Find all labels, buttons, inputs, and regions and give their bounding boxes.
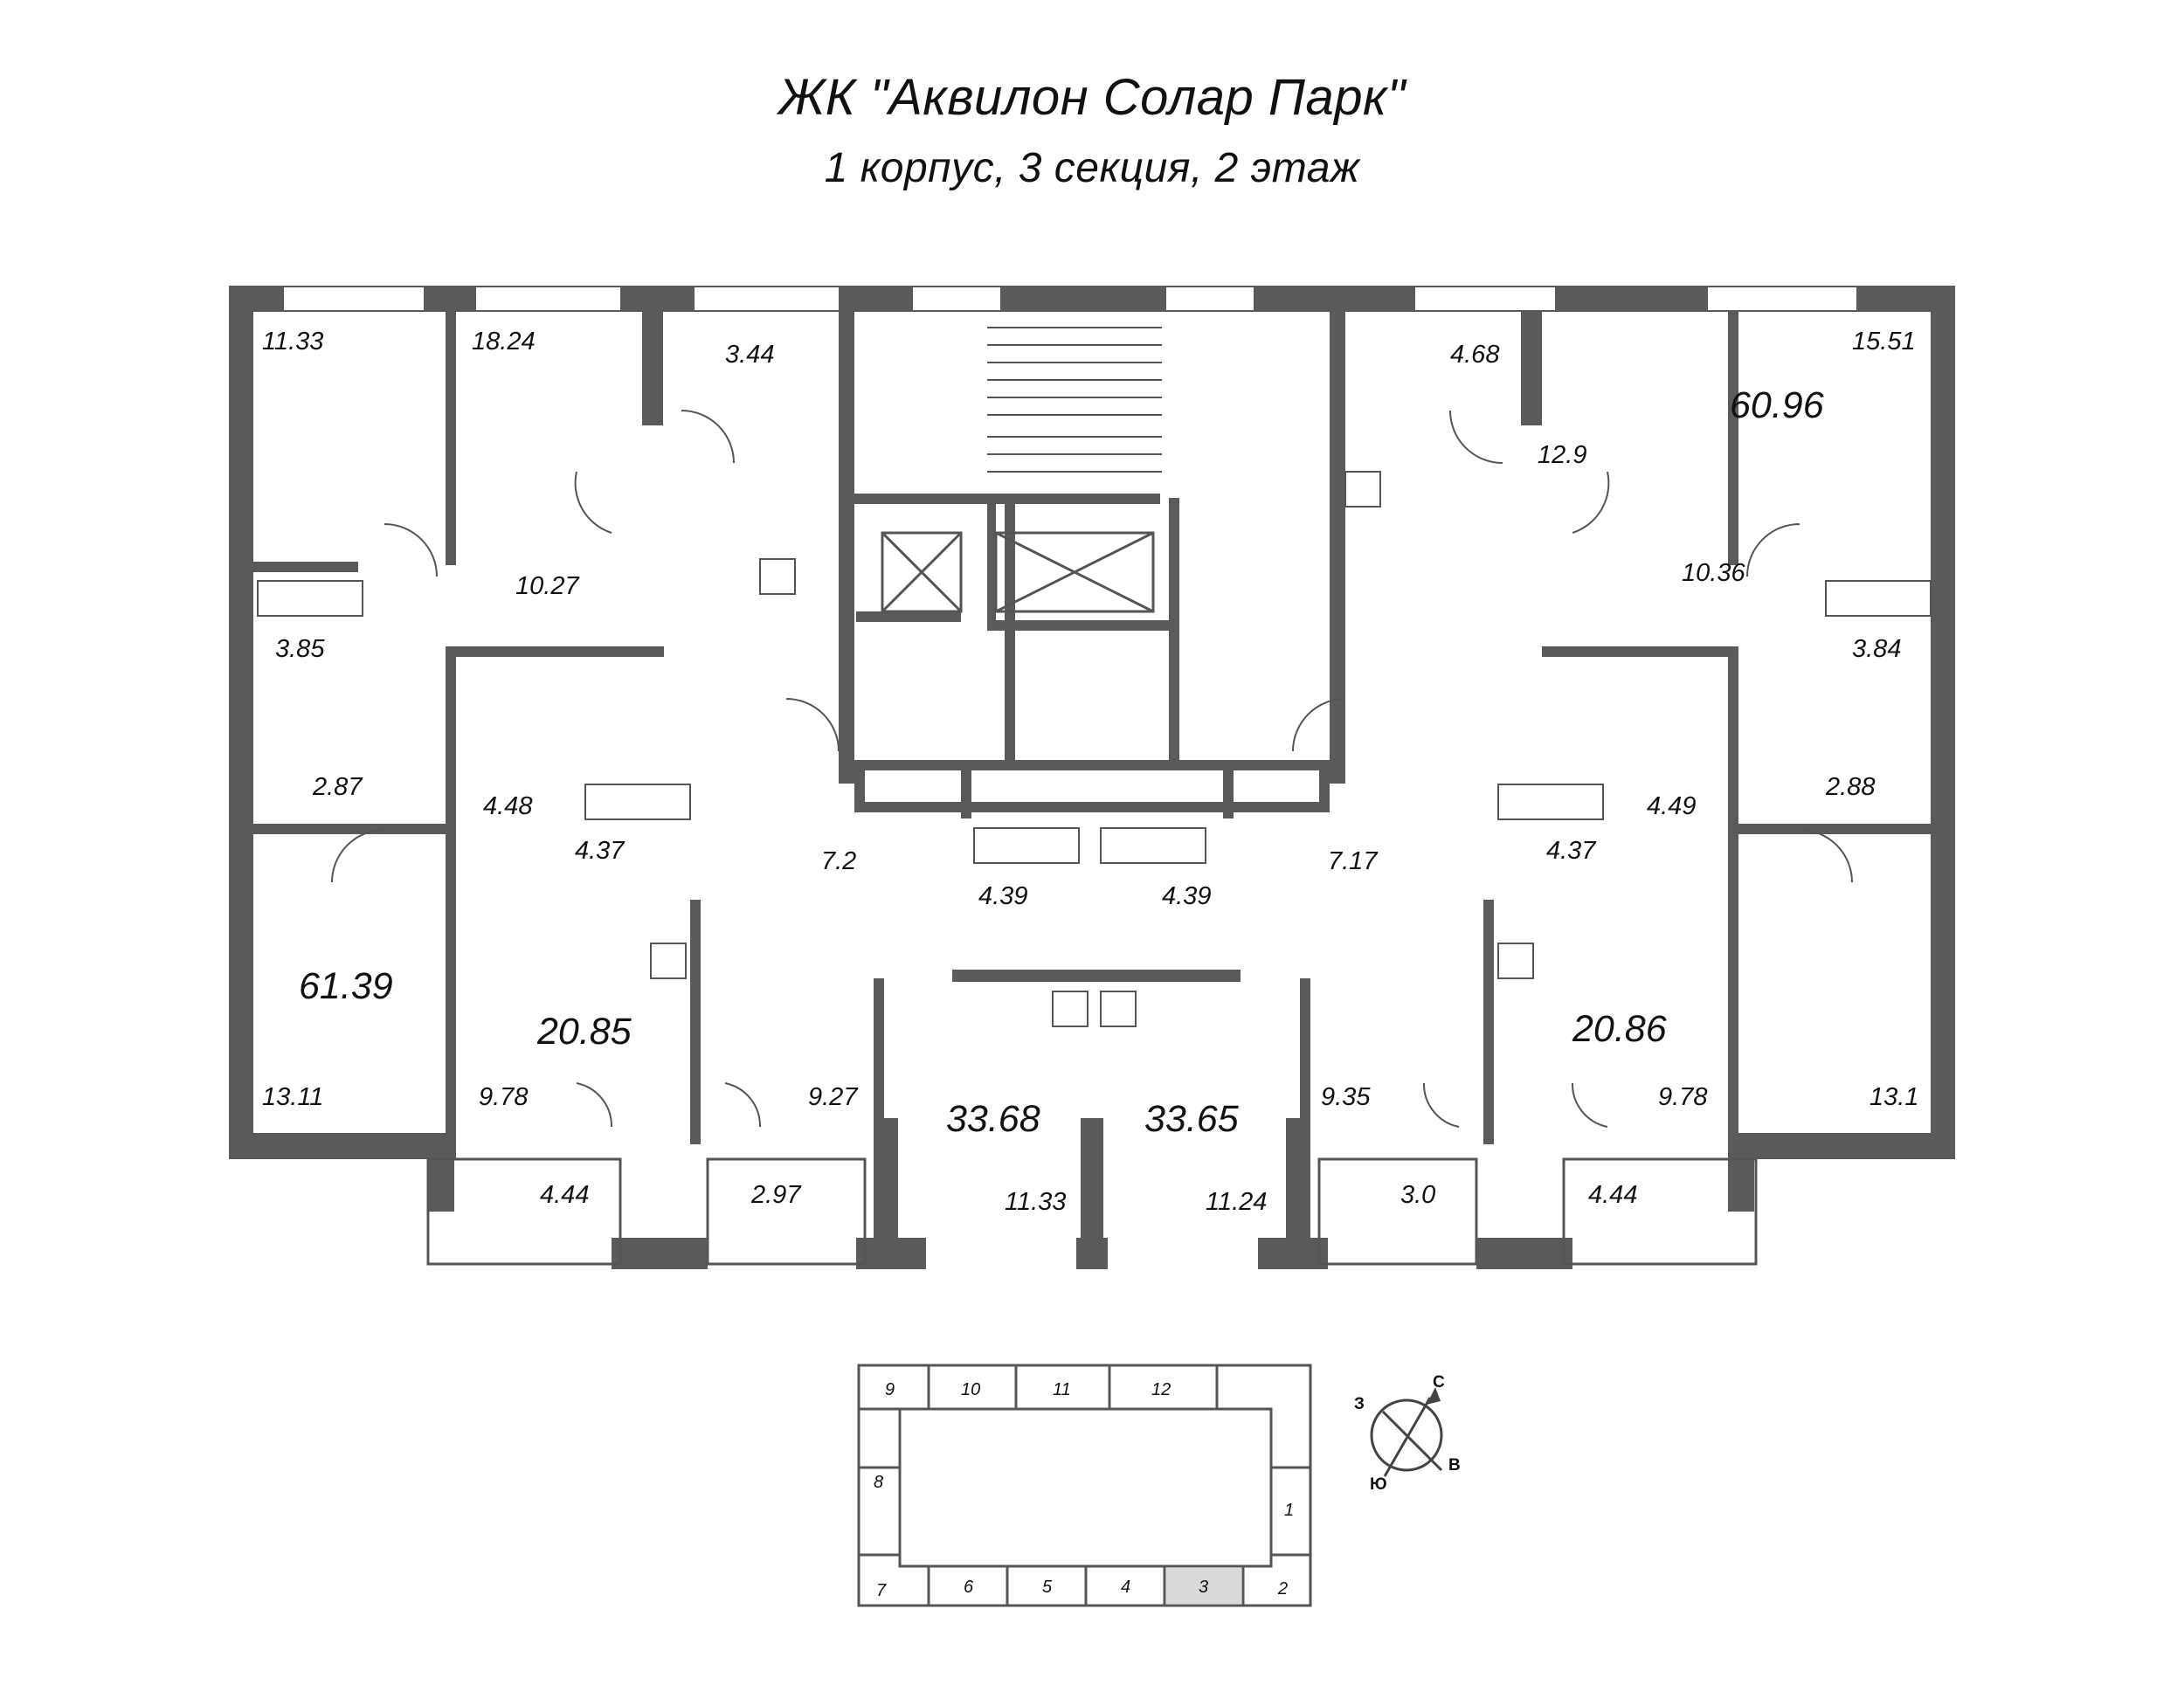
- section-label: 7: [876, 1581, 887, 1600]
- room-area: 4.44: [1588, 1181, 1637, 1209]
- room-area: 11.33: [1005, 1188, 1066, 1216]
- room-area: 7.17: [1328, 847, 1379, 875]
- compass-west: З: [1354, 1395, 1365, 1413]
- apartment-labels: 61.39 60.96 20.85 20.86 33.68 33.65: [299, 384, 1824, 1140]
- section-label: 6: [964, 1578, 974, 1597]
- section-label-highlighted: 3: [1199, 1578, 1208, 1597]
- section-key-plan: 1 2 3 4 5 6 7 8 9 10 11 12: [857, 1364, 1312, 1607]
- room-area: 15.51: [1852, 328, 1916, 356]
- apartment-area: 61.39: [299, 965, 393, 1007]
- section-label: 1: [1284, 1501, 1294, 1520]
- apartment-area: 33.68: [946, 1098, 1040, 1140]
- section-label: 12: [1151, 1380, 1171, 1399]
- room-area: 12.9: [1538, 441, 1586, 469]
- north-arrow-icon: [1427, 1387, 1441, 1405]
- room-area: 9.78: [1658, 1083, 1707, 1111]
- room-area: 3.84: [1852, 635, 1901, 663]
- walls: [229, 286, 1955, 1269]
- section-label: 11: [1053, 1380, 1071, 1399]
- section-label: 9: [885, 1380, 895, 1399]
- floor-subtitle: 1 корпус, 3 секция, 2 этаж: [824, 145, 1360, 191]
- complex-title: ЖК "Аквилон Солар Парк": [778, 69, 1406, 126]
- apartment-area: 33.65: [1144, 1098, 1240, 1140]
- room-area: 4.39: [1162, 882, 1211, 910]
- room-area: 4.39: [978, 882, 1027, 910]
- room-area: 4.49: [1647, 792, 1696, 820]
- section-label: 2: [1277, 1579, 1288, 1599]
- section-label: 8: [874, 1473, 883, 1492]
- room-area: 3.0: [1400, 1181, 1435, 1209]
- room-area: 4.48: [483, 792, 532, 820]
- room-area: 7.2: [821, 847, 856, 875]
- section-label: 10: [961, 1380, 980, 1399]
- room-area: 4.44: [540, 1181, 589, 1209]
- room-area: 11.33: [262, 328, 323, 356]
- room-area: 9.78: [479, 1083, 528, 1111]
- room-area: 2.88: [1825, 773, 1875, 801]
- room-labels: 11.33 18.24 3.44 10.27 3.85 2.87 4.48 4.…: [262, 328, 1918, 1216]
- room-area: 10.36: [1682, 559, 1745, 587]
- interior-lines: [257, 327, 1932, 1266]
- room-area: 13.11: [262, 1083, 323, 1111]
- section-label: 5: [1042, 1578, 1053, 1597]
- room-area: 3.44: [725, 341, 774, 369]
- room-area: 4.37: [1546, 837, 1597, 865]
- compass-north: С: [1433, 1373, 1445, 1392]
- room-area: 4.37: [575, 837, 625, 865]
- room-area: 11.24: [1206, 1188, 1267, 1216]
- compass: С З В Ю: [1354, 1373, 1461, 1494]
- apartment-area: 20.86: [1572, 1008, 1667, 1050]
- room-area: 4.68: [1450, 341, 1499, 369]
- room-area: 13.1: [1870, 1083, 1918, 1111]
- room-area: 10.27: [515, 572, 580, 600]
- section-label: 4: [1121, 1578, 1130, 1597]
- apartment-area: 60.96: [1730, 384, 1824, 426]
- room-area: 9.27: [808, 1083, 859, 1111]
- apartment-area: 20.85: [536, 1011, 632, 1053]
- room-area: 18.24: [472, 328, 536, 356]
- compass-east: В: [1448, 1456, 1461, 1475]
- room-area: 2.87: [312, 773, 363, 801]
- compass-south: Ю: [1370, 1475, 1387, 1494]
- room-area: 9.35: [1321, 1083, 1371, 1111]
- room-area: 2.97: [750, 1181, 802, 1209]
- room-area: 3.85: [275, 635, 325, 663]
